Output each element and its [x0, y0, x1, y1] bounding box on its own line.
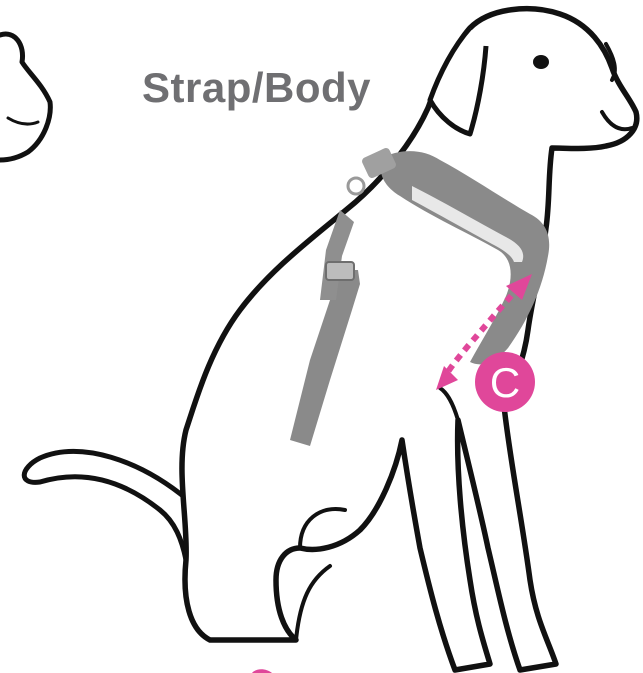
diagram-title: Strap/Body: [142, 64, 371, 112]
dog-hind-paw-line: [296, 566, 330, 640]
dog-eye: [533, 55, 549, 69]
dog-tail: [24, 451, 188, 560]
measure-badge: C: [475, 352, 535, 412]
partial-dog-outline: [0, 34, 50, 160]
harness-d-ring: [348, 178, 364, 194]
harness-buckle: [326, 262, 354, 280]
partial-dog-mouth: [8, 118, 38, 124]
pink-mark-bottom: [252, 669, 272, 673]
measure-badge-label: C: [490, 359, 520, 406]
